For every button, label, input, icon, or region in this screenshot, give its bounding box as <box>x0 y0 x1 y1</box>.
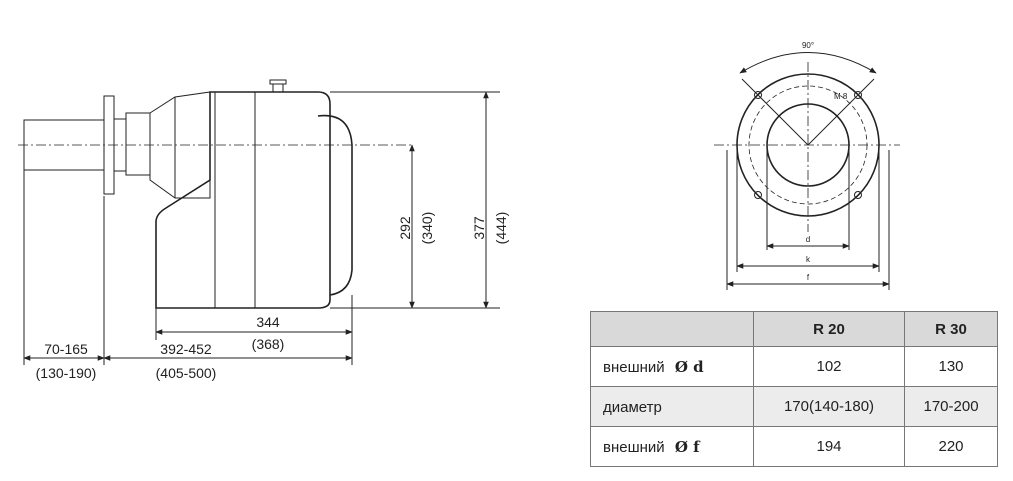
row-label: внешний Ø d <box>590 346 754 387</box>
angle-label: 90° <box>802 41 814 50</box>
row-label-text: внешний <box>603 358 665 376</box>
bolt-hole-tl <box>754 91 762 99</box>
side-view: 292 (340) 377 (444) 344 (368) 70-165 (13… <box>18 79 509 381</box>
cell-r20: 194 <box>752 426 906 467</box>
dim-444: (444) <box>493 212 509 245</box>
angle-arc <box>739 52 877 74</box>
table-header-row: R 20 R 30 <box>590 311 998 347</box>
bolt-hole-tr <box>854 91 862 99</box>
diag-left <box>757 94 809 146</box>
dim-292: 292 <box>397 216 413 240</box>
collar-2 <box>125 112 151 176</box>
row-label-text: диаметр <box>603 398 662 416</box>
row-label: диаметр <box>590 386 754 427</box>
cell-r20: 170(140-180) <box>752 386 906 427</box>
top-knob-cap <box>269 79 287 85</box>
dim-368: (368) <box>252 336 285 352</box>
bolt-label: M 8 <box>834 92 848 101</box>
dim-130-190: (130-190) <box>36 365 97 381</box>
row-symbol: Ø d <box>674 357 704 376</box>
flange-view: 90° M 8 d k f <box>714 41 900 290</box>
dim-392-452: 392-452 <box>160 341 212 357</box>
cell-r30: 170-200 <box>904 386 998 427</box>
row-label: внешний Ø f <box>590 426 754 467</box>
table-header-r30: R 30 <box>904 311 998 347</box>
cell-r30: 130 <box>904 346 998 387</box>
table-row: внешний Ø f 194 220 <box>590 426 998 467</box>
dim-d: d <box>806 235 810 244</box>
dim-f: f <box>807 273 810 282</box>
cell-r30: 220 <box>904 426 998 467</box>
row-symbol: Ø f <box>674 437 700 456</box>
row-label-text: внешний <box>603 438 665 456</box>
table-row: диаметр 170(140-180) 170-200 <box>590 386 998 427</box>
dim-344: 344 <box>256 314 280 330</box>
table-header-blank <box>590 311 754 347</box>
dim-340: (340) <box>419 212 435 245</box>
table-row: внешний Ø d 102 130 <box>590 346 998 387</box>
dim-k: k <box>806 255 811 264</box>
dim-377: 377 <box>471 216 487 240</box>
top-knob <box>272 83 284 93</box>
fan-cover <box>317 114 353 296</box>
dim-70-165: 70-165 <box>44 341 88 357</box>
table-header-r20: R 20 <box>752 311 906 347</box>
dim-405-500: (405-500) <box>156 365 217 381</box>
spec-table: R 20 R 30 внешний Ø d 102 130 диаметр 17… <box>590 311 998 467</box>
burner-housing <box>155 91 331 309</box>
cell-r20: 102 <box>752 346 906 387</box>
diag-right <box>807 94 859 146</box>
bolt-hole-br <box>854 191 862 199</box>
bolt-hole-bl <box>754 191 762 199</box>
